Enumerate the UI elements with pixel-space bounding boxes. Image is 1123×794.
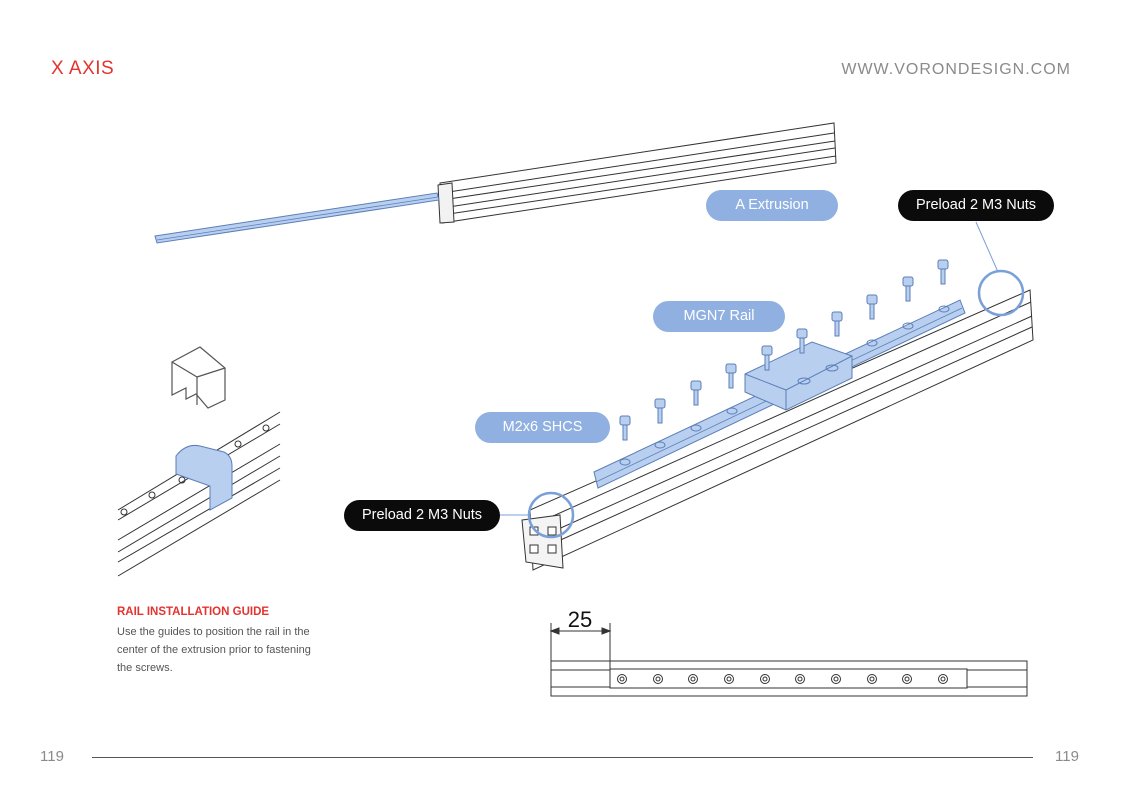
- dimension-drawing: [549, 623, 1028, 697]
- page-number-left: 119: [40, 748, 64, 765]
- guide-detail-extrusion: [117, 411, 281, 577]
- footer-divider: [92, 757, 1033, 758]
- callout-leader-lines: [500, 221, 999, 516]
- callout-preload-bottom: Preload 2 M3 Nuts: [344, 500, 500, 531]
- callout-preload-top: Preload 2 M3 Nuts: [898, 190, 1054, 221]
- section-title: X AXIS: [51, 58, 115, 79]
- guide-detail-highlight: [175, 445, 233, 511]
- dimension-value: 25: [568, 607, 592, 632]
- rail-guide-part: [171, 346, 226, 409]
- rail-carriage: [744, 341, 853, 411]
- guide-text: Use the guides to position the rail in t…: [117, 626, 311, 674]
- callout-m2x6-shcs: M2x6 SHCS: [475, 412, 610, 443]
- m2x6-screws: [619, 259, 949, 441]
- page-number-right: 119: [1055, 748, 1079, 765]
- top-rail: [154, 192, 440, 244]
- callout-mgn7-rail: MGN7 Rail: [653, 301, 785, 332]
- callout-a-extrusion: A Extrusion: [706, 190, 838, 221]
- top-extrusion: [437, 122, 837, 224]
- dimension-rail-holes: [617, 674, 948, 684]
- website-url[interactable]: WWW.VORONDESIGN.COM: [841, 61, 1071, 78]
- guide-title: RAIL INSTALLATION GUIDE: [117, 606, 270, 618]
